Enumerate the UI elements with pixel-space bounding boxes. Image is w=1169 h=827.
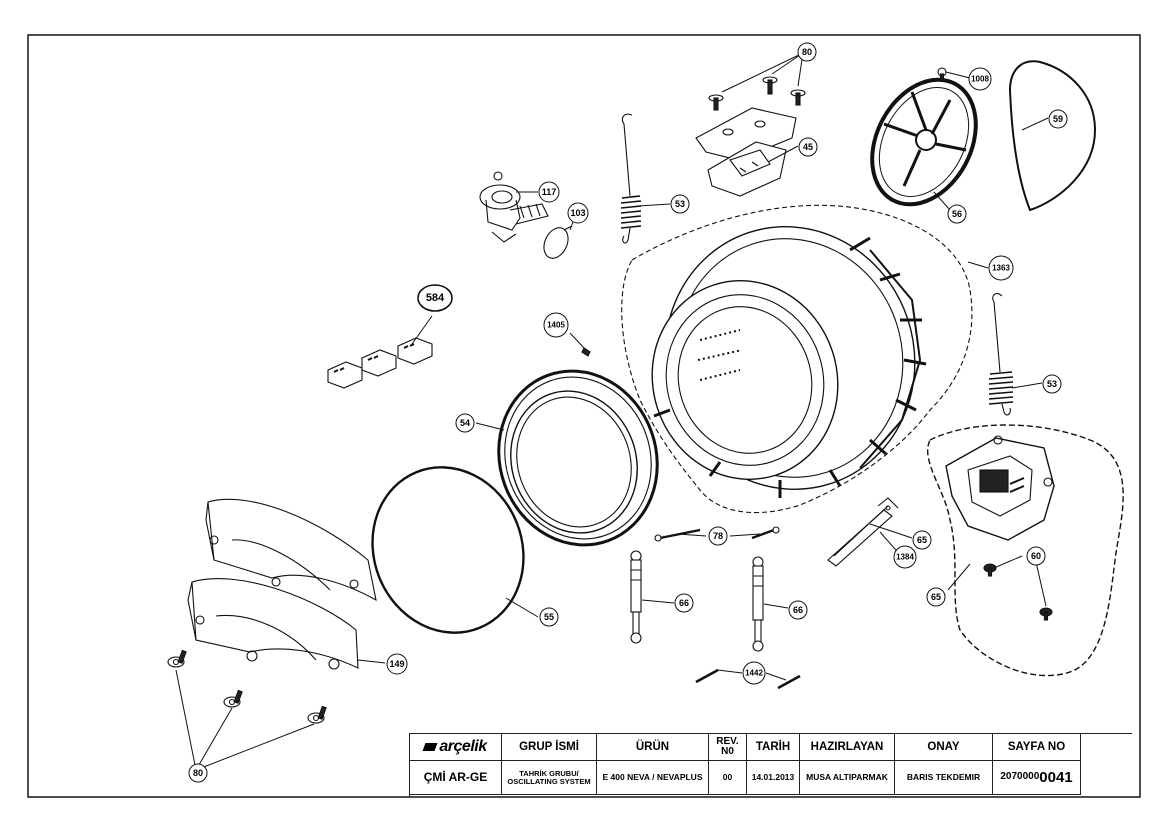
svg-text:80: 80 (193, 768, 203, 778)
svg-text:60: 60 (1031, 551, 1041, 561)
drive-belt (1008, 60, 1097, 212)
callout-1363: 1363 (988, 255, 1014, 281)
callout-60: 60 (1026, 546, 1046, 566)
callout-53-right: 53 (1042, 374, 1062, 394)
value-onay: BARIS TEKDEMIR (895, 761, 993, 795)
value-urun: E 400 NEVA / NEVAPLUS (597, 761, 709, 795)
svg-text:53: 53 (675, 199, 685, 209)
motor-screws (983, 563, 1053, 621)
brand-name: arçelik (439, 737, 487, 755)
callout-53-top: 53 (670, 194, 690, 214)
svg-text:149: 149 (389, 659, 404, 669)
svg-text:54: 54 (460, 418, 470, 428)
callout-78: 78 (708, 526, 728, 546)
callout-103: 103 (567, 202, 589, 224)
svg-text:1405: 1405 (547, 321, 565, 330)
svg-text:45: 45 (803, 142, 813, 152)
title-block: arçelik GRUP İSMİ ÜRÜN REV. N0 TARİH HAZ… (409, 733, 1132, 797)
screw-group-top (708, 76, 806, 111)
svg-text:103: 103 (570, 208, 585, 218)
callout-54: 54 (455, 413, 475, 433)
bottom-pins (695, 668, 801, 690)
header-grup-ismi: GRUP İSMİ (502, 734, 597, 761)
svg-text:55: 55 (544, 612, 554, 622)
shock-absorber-a (630, 550, 642, 644)
small-clip (581, 347, 591, 357)
callout-1405: 1405 (543, 312, 569, 338)
svg-text:59: 59 (1053, 114, 1063, 124)
svg-text:1363: 1363 (992, 264, 1010, 273)
counterweight-upper (205, 498, 377, 602)
hose-clamp (543, 225, 573, 259)
header-hazirlayan: HAZIRLAYAN (800, 734, 895, 761)
svg-text:80: 80 (802, 47, 812, 57)
header-onay: ONAY (895, 734, 993, 761)
svg-text:56: 56 (952, 209, 962, 219)
svg-text:65: 65 (931, 592, 941, 602)
callout-149: 149 (386, 653, 408, 675)
svg-text:66: 66 (793, 605, 803, 615)
department: ÇMİ AR-GE (410, 761, 502, 795)
svg-text:584: 584 (426, 292, 445, 304)
counterweight-lower (187, 578, 359, 670)
sayfa-prefix: 2070000 (1000, 771, 1040, 783)
callout-80-bottom: 80 (188, 763, 208, 783)
callout-66-b: 66 (788, 600, 808, 620)
heater-element (827, 497, 899, 567)
header-rev-no: REV. N0 (709, 734, 747, 761)
callout-66-a: 66 (674, 593, 694, 613)
front-tub-ring (497, 369, 659, 547)
brand-logo: arçelik (410, 734, 502, 761)
pulley (870, 77, 978, 207)
motor-bracket (695, 107, 797, 197)
pressure-chamber (479, 171, 549, 243)
tub-seal (371, 466, 525, 634)
motor (945, 435, 1055, 541)
callout-80-top: 80 (797, 42, 817, 62)
callout-584: 584 (417, 284, 453, 312)
header-tarih: TARİH (747, 734, 800, 761)
callout-55: 55 (539, 607, 559, 627)
motor-region-outline (927, 424, 1124, 677)
value-hazirlayan: MUSA ALTIPARMAK (800, 761, 895, 795)
sheet-border (27, 34, 1141, 798)
header-sayfa-no: SAYFA NO (993, 734, 1081, 761)
svg-text:1442: 1442 (745, 669, 763, 678)
screw-group-bottom (167, 649, 327, 724)
callout-65-b: 65 (926, 587, 946, 607)
svg-text:66: 66 (679, 598, 689, 608)
callout-1384: 1384 (893, 545, 917, 569)
spring-right (988, 293, 1014, 416)
svg-text:53: 53 (1047, 379, 1057, 389)
svg-text:1384: 1384 (896, 553, 914, 562)
value-rev-no: 00 (709, 761, 747, 795)
svg-text:65: 65 (917, 535, 927, 545)
callout-65-a: 65 (912, 530, 932, 550)
brand-mark-icon (422, 743, 438, 751)
shock-absorber-b (752, 556, 764, 652)
callout-117: 117 (538, 181, 560, 203)
callout-45: 45 (798, 137, 818, 157)
spacer-pieces (327, 337, 433, 389)
callout-59: 59 (1048, 109, 1068, 129)
header-urun: ÜRÜN (597, 734, 709, 761)
svg-text:1008: 1008 (971, 75, 989, 84)
value-grup-ismi: TAHRİK GRUBU/ OSCILLATING SYSTEM (502, 761, 597, 795)
tub-assembly (651, 226, 927, 498)
callout-56: 56 (947, 204, 967, 224)
callout-1008: 1008 (968, 67, 992, 91)
value-tarih: 14.01.2013 (747, 761, 800, 795)
svg-text:78: 78 (713, 531, 723, 541)
spring-top (620, 113, 642, 244)
sayfa-suffix: 0041 (1039, 768, 1073, 786)
callout-1442: 1442 (742, 661, 766, 685)
svg-text:117: 117 (542, 187, 557, 197)
